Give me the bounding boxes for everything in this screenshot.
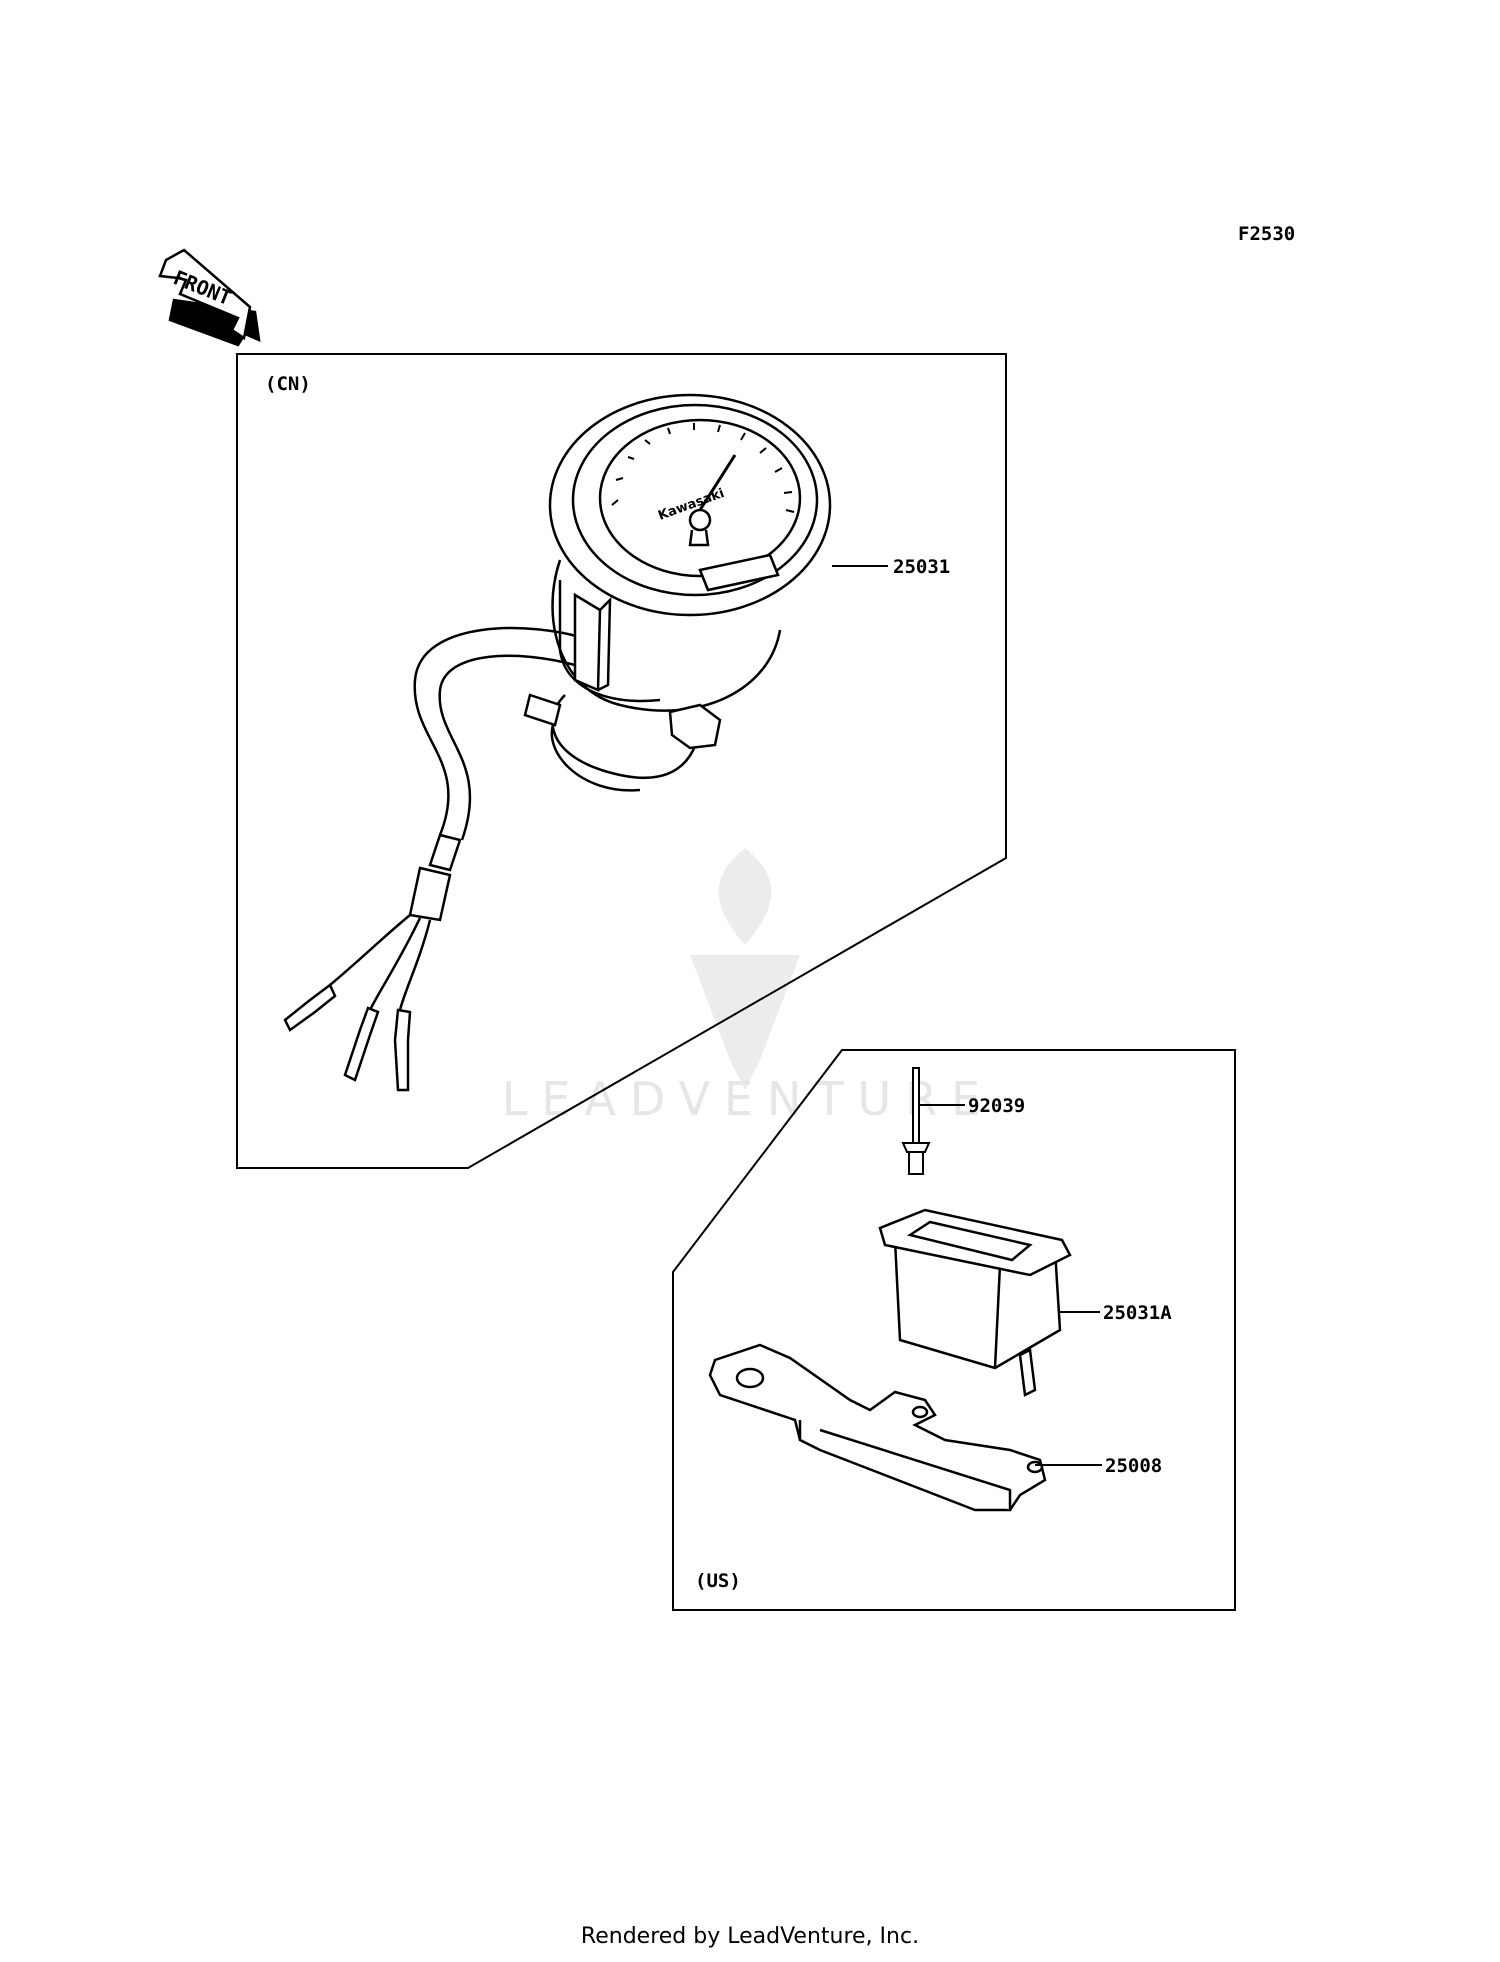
front-arrow-icon: FRONT	[158, 248, 261, 347]
v-logo-icon	[690, 955, 800, 1090]
part-label-25008: 25008	[1105, 1455, 1162, 1477]
part-label-25031: 25031	[893, 556, 950, 578]
footer-credit: Rendered by LeadVenture, Inc.	[580, 1924, 920, 1949]
us-region-label: (US)	[695, 1570, 741, 1592]
cn-region-label: (CN)	[265, 373, 311, 395]
us-region-box	[672, 1049, 1236, 1611]
cn-region-box	[236, 353, 1007, 1169]
watermark-text: LEADVENTURE	[502, 1072, 995, 1126]
flame-logo-icon	[718, 848, 772, 945]
rivet-pin	[901, 1067, 931, 1175]
part-label-92039: 92039	[968, 1095, 1025, 1117]
mounting-bracket	[708, 1343, 1047, 1512]
speedometer-gauge: Kawasaki	[283, 393, 832, 1092]
hour-meter	[878, 1208, 1072, 1397]
part-label-25031a: 25031A	[1103, 1302, 1172, 1324]
figure-code: F2530	[1238, 223, 1295, 245]
leadventure-watermark: LEADVENTURE	[502, 848, 995, 1126]
